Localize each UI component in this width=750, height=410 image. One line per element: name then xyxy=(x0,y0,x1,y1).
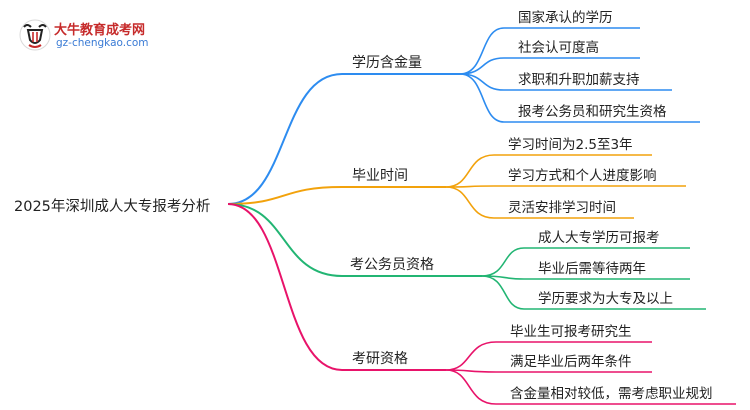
connector-root-postgraduate xyxy=(227,203,343,371)
leaf-topic-degree-value-0[interactable]: 国家承认的学历 xyxy=(518,9,613,26)
leaf-topic-civil-service-1[interactable]: 毕业后需等待两年 xyxy=(538,260,646,277)
connector-degree-value-leaf-0 xyxy=(459,27,505,75)
connector-civil-service-leaf-0 xyxy=(481,247,525,277)
leaf-topic-civil-service-0[interactable]: 成人大专学历可报考 xyxy=(538,230,660,246)
connector-root-civil-service xyxy=(227,203,343,277)
leaf-topic-degree-value-2[interactable]: 求职和升职加薪支持 xyxy=(518,72,640,88)
connector-postgraduate-leaf-0 xyxy=(445,341,497,371)
leaf-topic-graduation-time-0[interactable]: 学习时间为2.5至3年 xyxy=(508,137,633,153)
branch-topic-postgraduate[interactable]: 考研资格 xyxy=(352,351,408,367)
leaf-topic-civil-service-2[interactable]: 学历要求为大专及以上 xyxy=(538,291,673,307)
connector-postgraduate-leaf-2 xyxy=(445,369,497,405)
connector-degree-value-leaf-3 xyxy=(459,73,505,123)
connector-layer xyxy=(227,27,736,405)
leaf-topic-postgraduate-0[interactable]: 毕业生可报考研究生 xyxy=(510,324,632,340)
branch-topic-degree-value[interactable]: 学历含金量 xyxy=(352,55,422,71)
connector-degree-value-leaf-2 xyxy=(459,73,505,91)
connector-root-graduation-time xyxy=(227,186,343,205)
leaf-topic-graduation-time-2[interactable]: 灵活安排学习时间 xyxy=(508,200,616,216)
leaf-topic-degree-value-3[interactable]: 报考公务员和研究生资格 xyxy=(518,104,667,120)
site-title: 大牛教育成考网 xyxy=(54,23,146,38)
bull-head-logo-icon xyxy=(19,19,51,51)
leaf-topic-degree-value-1[interactable]: 社会认可度高 xyxy=(518,39,599,56)
leaf-topic-graduation-time-1[interactable]: 学习方式和个人进度影响 xyxy=(508,168,657,184)
label-layer: 2025年深圳成人大专报考分析 学历含金量 国家承认的学历社会认可度高求职和升职加… xyxy=(14,9,713,402)
connector-degree-value-leaf-1 xyxy=(459,57,505,75)
branch-topic-graduation-time[interactable]: 毕业时间 xyxy=(352,168,408,184)
root-topic: 2025年深圳成人大专报考分析 xyxy=(14,198,210,215)
site-url[interactable]: gz-chengkao.com xyxy=(56,37,149,49)
leaf-topic-postgraduate-1[interactable]: 满足毕业后两年条件 xyxy=(510,353,632,370)
site-logo[interactable]: 大牛教育成考网 gz-chengkao.com xyxy=(18,18,178,54)
connector-root-degree-value xyxy=(227,73,343,205)
leaf-topic-postgraduate-2[interactable]: 含金量相对较低，需考虑职业规划 xyxy=(510,386,713,402)
connector-civil-service-leaf-2 xyxy=(481,275,525,310)
connector-graduation-time-leaf-2 xyxy=(445,186,495,219)
branch-topic-civil-service[interactable]: 考公务员资格 xyxy=(350,257,434,273)
connector-graduation-time-leaf-0 xyxy=(445,154,495,188)
